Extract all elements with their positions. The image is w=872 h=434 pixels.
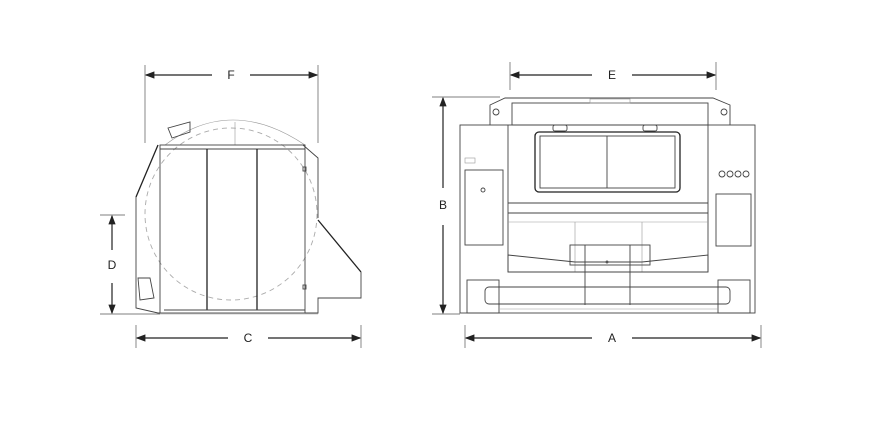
dimension-label-e: E [608,68,616,82]
side-body [159,144,306,314]
control-buttons [718,170,750,178]
dimension-label-d: D [108,258,117,272]
right-access-panel [715,193,752,247]
lifting-frame [489,97,731,125]
base-bar [484,286,731,305]
left-access-panel [464,169,504,246]
top-bracket [167,121,191,139]
dimension-label-c: C [244,331,253,345]
drum-outline-hidden [144,127,318,301]
loading-window [534,131,681,193]
dimension-label-a: A [608,331,616,345]
side-view: F D C [100,65,362,348]
dimension-label-b: B [439,198,447,212]
front-body [459,124,756,314]
dimension-label-f: F [227,68,234,82]
front-view: E B A [432,62,762,348]
